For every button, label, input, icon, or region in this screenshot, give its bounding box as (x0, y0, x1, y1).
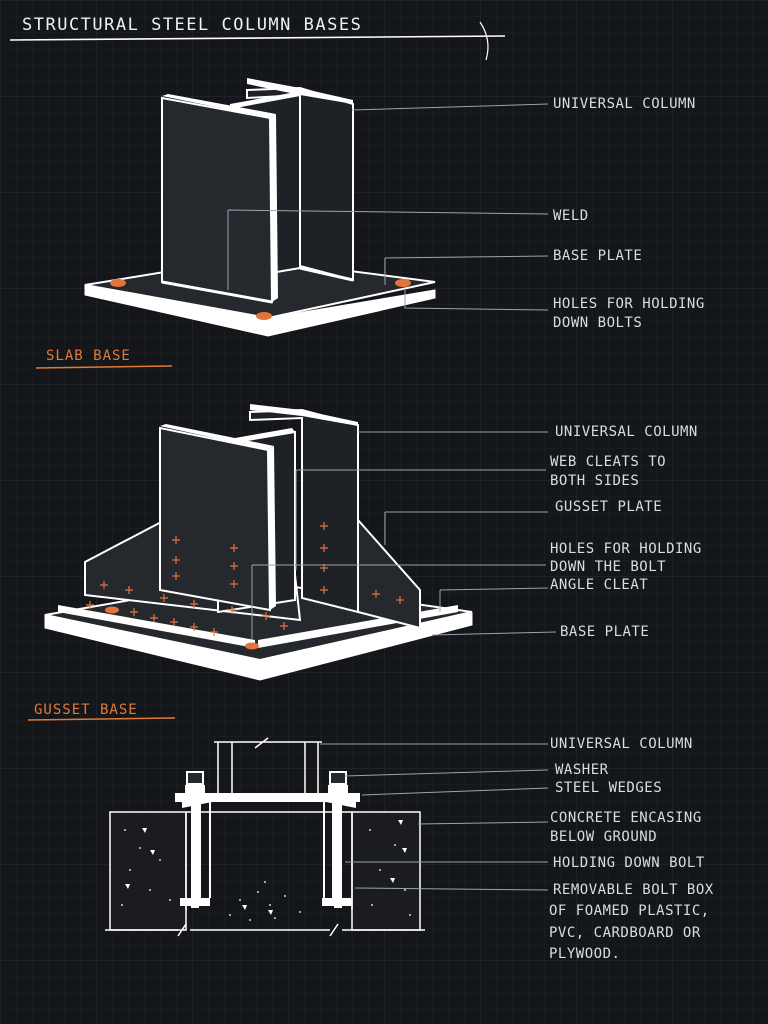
aggregate-dots (121, 829, 411, 921)
gusset-label-web-cleats-1: WEB CLEATS TO (550, 454, 666, 470)
sect-label-steel-wedges: STEEL WEDGES (555, 780, 662, 796)
gusset-label-web-cleats-2: BOTH SIDES (550, 473, 639, 489)
slab-leader-weld (227, 209, 549, 290)
slab-label-holes-2: DOWN BOLTS (553, 315, 642, 331)
gusset-label-base-plate: BASE PLATE (560, 624, 649, 640)
concrete-right (351, 811, 421, 931)
slab-label-universal-column: UNIVERSAL COLUMN (553, 96, 696, 112)
title-flourish (479, 21, 489, 61)
sect-leader-washer (344, 769, 549, 777)
section-title-gusset: GUSSET BASE (34, 702, 138, 718)
gusset-bolt-marks (86, 522, 404, 636)
gusset-leader-holes (251, 564, 546, 640)
slab-hole-3 (256, 312, 272, 320)
title-underline (9, 35, 506, 41)
bolt-sleeves (199, 802, 334, 898)
section-column (214, 741, 322, 795)
page-title: STRUCTURAL STEEL COLUMN BASES (22, 15, 362, 35)
sect-leader-concrete (417, 821, 549, 825)
bolt-right (334, 778, 342, 908)
gusset-label-universal-column: UNIVERSAL COLUMN (555, 424, 698, 440)
aggregate-triangles (125, 820, 407, 915)
gusset-front-flange-side (268, 446, 276, 610)
gusset-angle-cleat-front (58, 605, 255, 648)
slab-label-base-plate: BASE PLATE (553, 248, 642, 264)
slab-back-flange-top (247, 78, 300, 95)
slab-label-holes-1: HOLES FOR HOLDING (553, 296, 705, 312)
gusset-label-holes-2: DOWN THE BOLT (550, 559, 666, 575)
sect-label-box-1: REMOVABLE BOLT BOX (553, 882, 714, 898)
slab-hole-2 (395, 279, 411, 287)
gusset-leader-angle-cleat (439, 587, 549, 612)
gusset-front-flange (159, 426, 272, 612)
gusset-leader-web-cleats (295, 469, 546, 570)
gusset-back-flange-top (250, 404, 358, 426)
slab-base-drawing (84, 78, 436, 337)
sect-leader-wedges (361, 787, 549, 796)
break-marks (177, 923, 339, 937)
gusset-title-underline (27, 717, 176, 721)
slab-front-flange-top (162, 94, 276, 118)
gusset-leader-gusset-plate (384, 511, 548, 545)
column-base-section (105, 737, 425, 937)
slab-weld (161, 266, 354, 304)
slab-back-flange-top-2 (300, 88, 353, 104)
sect-label-washer: WASHER (555, 762, 609, 778)
gusset-plate-right (357, 517, 421, 630)
washer-right (328, 785, 348, 793)
nut-left (186, 771, 204, 785)
concrete-left (109, 811, 187, 931)
section-base-plate (175, 793, 360, 802)
sect-label-box-3: PVC, CARDBOARD OR (549, 925, 701, 941)
gusset-label-holes-1: HOLES FOR HOLDING (550, 541, 702, 557)
sect-leader-box (354, 887, 549, 891)
slab-leader-column (351, 103, 549, 111)
gusset-hole-1 (105, 606, 119, 614)
washer-left (185, 785, 205, 793)
slab-web-top (230, 92, 300, 108)
nut-right (329, 771, 347, 785)
slab-label-weld: WELD (553, 208, 589, 224)
slab-leader-base-plate (384, 255, 549, 285)
section-title-slab: SLAB BASE (46, 348, 131, 364)
gusset-hole-2 (245, 642, 259, 650)
sect-label-holding-down-bolt: HOLDING DOWN BOLT (553, 855, 705, 871)
gusset-leader-base-plate (431, 631, 557, 636)
sect-label-universal-column: UNIVERSAL COLUMN (550, 736, 693, 752)
gusset-front-flange-top (160, 424, 274, 450)
gusset-label-gusset-plate: GUSSET PLATE (555, 499, 662, 515)
slab-front-flange-side (270, 114, 278, 302)
gusset-base-drawing (44, 404, 473, 681)
bolt-left (191, 778, 199, 908)
sect-label-box-4: PLYWOOD. (549, 946, 620, 962)
sect-label-box-2: OF FOAMED PLASTIC, (549, 903, 710, 919)
slab-leader-holes (404, 290, 549, 311)
slab-title-underline (35, 365, 173, 369)
slab-front-flange (161, 96, 274, 304)
bolt-anchor-left (180, 898, 210, 906)
slab-hole-1 (110, 279, 126, 287)
section-column-break (254, 737, 269, 749)
bolt-anchor-right (322, 898, 352, 906)
gusset-label-angle-cleat: ANGLE CLEAT (550, 577, 648, 593)
sect-label-concrete-2: BELOW GROUND (550, 829, 657, 845)
sect-label-concrete-1: CONCRETE ENCASING (550, 810, 702, 826)
